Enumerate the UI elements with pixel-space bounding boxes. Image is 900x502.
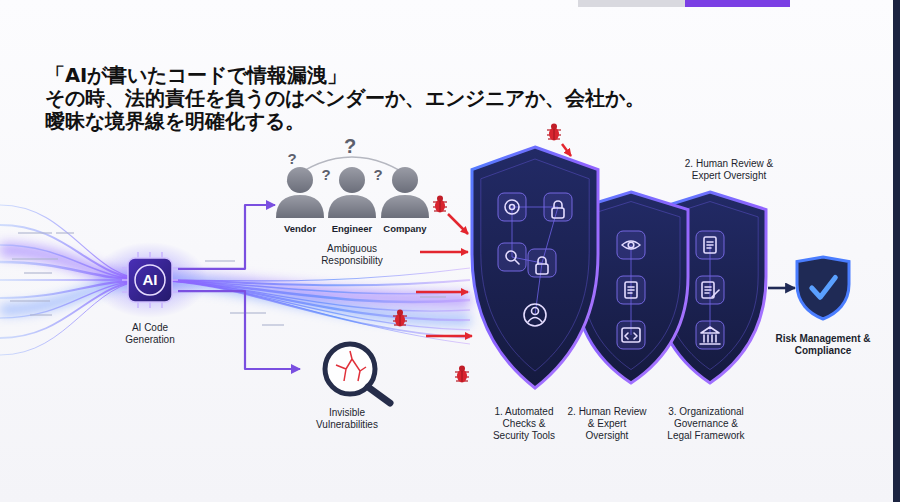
top-bar-accent [685, 0, 790, 7]
node-caption: AI Code Generation [115, 322, 185, 346]
flow-arrow [768, 287, 795, 290]
layer-label: 3. Organizational Governance & Legal Fra… [664, 406, 748, 442]
code-stream [0, 205, 470, 355]
role-name: Engineer [327, 223, 377, 235]
magnifier: Invisible Vulnerabilities [300, 335, 410, 430]
node-caption: Invisible Vulnerabilities [305, 407, 389, 431]
compliance-shield: Risk Management & Compliance [795, 255, 851, 321]
shield1-shape [470, 145, 600, 390]
role-name: Vendor [275, 223, 325, 235]
flow-arrow [178, 291, 300, 369]
code-dashes [10, 232, 446, 326]
chip-label: AI [122, 252, 178, 308]
question-mark: ? [318, 166, 334, 184]
ai-chip: AIAI Code Generation [122, 252, 178, 308]
question-mark: ? [370, 166, 386, 184]
question-mark: ? [340, 134, 360, 158]
question-mark: ? [284, 150, 300, 168]
stakeholder-group: VendorEngineerCompanyAmbiguous Responsib… [275, 140, 435, 270]
page-title: 「AIが書いたコードで情報漏洩」 その時、法的責任を負うのはベンダーか、エンジニ… [45, 64, 805, 133]
flow-arrow [178, 205, 275, 269]
layer-callout: 2. Human Review & Expert Oversight [678, 158, 780, 182]
node-caption: Ambiguous Responsibility [297, 243, 407, 267]
final-shape [795, 255, 851, 321]
defense-shield: 1. Automated Checks & Security Tools [470, 145, 600, 390]
edge-strip [893, 0, 900, 502]
top-bar [578, 0, 685, 7]
layer-label: 1. Automated Checks & Security Tools [484, 406, 564, 442]
layer-label: 2. Human Review & Expert Oversight [567, 406, 647, 442]
outcome-label: Risk Management & Compliance [771, 333, 875, 357]
role-name: Company [380, 223, 430, 235]
